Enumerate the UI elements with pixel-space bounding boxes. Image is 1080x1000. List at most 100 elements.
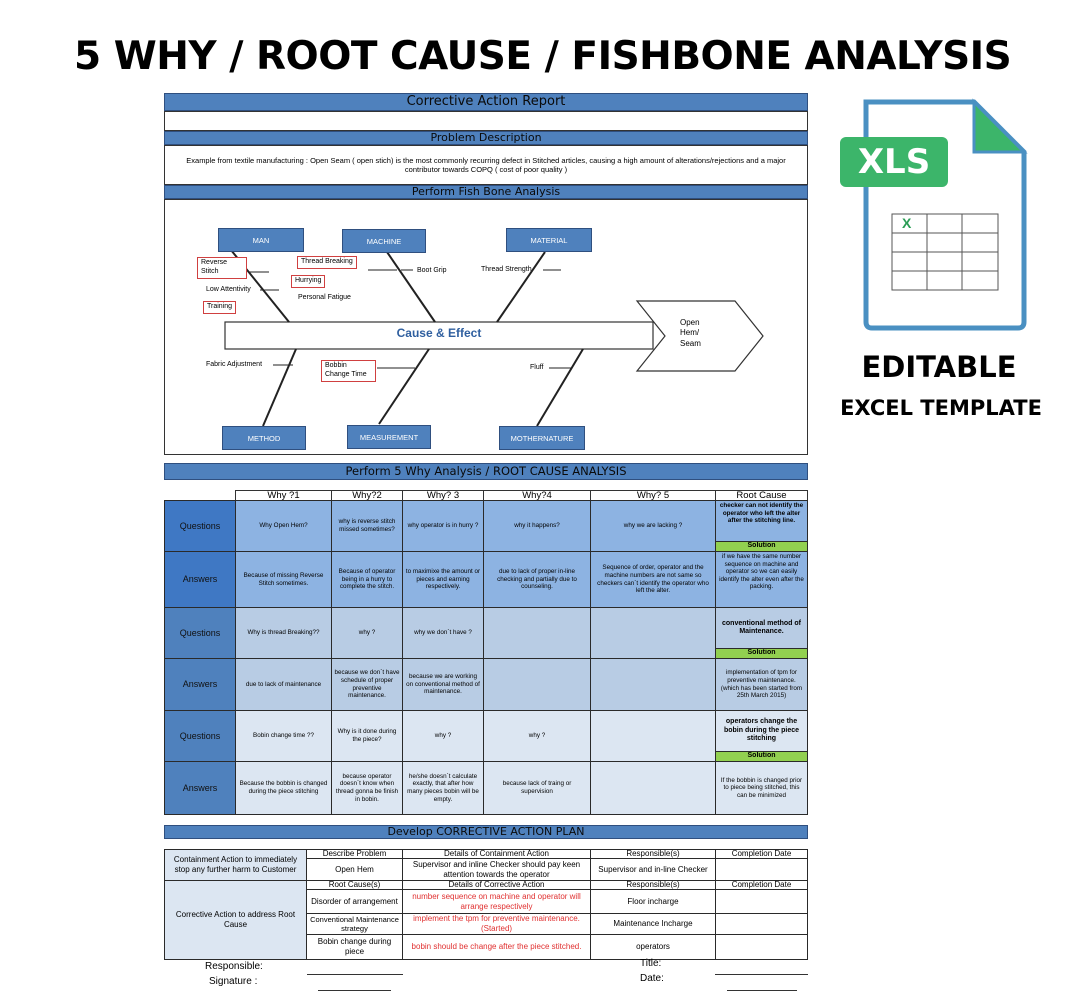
cause-bobbin-change-time: Bobbin Change Time [321, 360, 376, 382]
category-mothernature: MOTHERNATURE [499, 426, 585, 450]
row-label-questions: Questions [164, 607, 236, 659]
why-cell: why ? [331, 607, 403, 659]
report-title: Corrective Action Report [164, 93, 808, 111]
containment-label: Containment Action to immediately stop a… [164, 849, 307, 881]
root-cause-cell: operators change the bobin during the pi… [715, 710, 808, 752]
why-cell [483, 658, 591, 711]
cause-training: Training [203, 301, 237, 314]
category-measurement: MEASUREMENT [347, 425, 431, 449]
why-cell: due to lack of maintenance [235, 658, 332, 711]
corrective-cell [715, 934, 808, 960]
signature-line [318, 990, 391, 991]
fishbone-lines [224, 249, 764, 427]
containment-cell [715, 858, 808, 881]
responsible-line [307, 974, 403, 975]
cause-bobbin-line-1: Bobbin [325, 362, 347, 369]
effect-label: Open Hem/ Seam [680, 318, 701, 349]
xls-cell-mark: X [902, 215, 912, 231]
cause-low-attentivity: Low Attentivity [206, 286, 251, 293]
root-cause-cell: checker can not identify the operator wh… [715, 500, 808, 542]
row-label-questions: Questions [164, 500, 236, 552]
problem-header: Problem Description [164, 131, 808, 145]
cause-bobbin-line-2: Change Time [325, 370, 367, 378]
corrective-cell [715, 889, 808, 914]
row-label-answers: Answers [164, 658, 236, 711]
spine-label: Cause & Effect [396, 326, 482, 340]
report-blank-row [164, 111, 808, 131]
corrective-cell: Disorder of arrangement [306, 889, 403, 914]
why-cell: why we are lacking ? [590, 500, 716, 552]
corrective-cell: operators [590, 934, 716, 960]
why-cell: because we don`t have schedule of proper… [331, 658, 403, 711]
cap-header: Develop CORRECTIVE ACTION PLAN [164, 825, 808, 839]
why-cell: why ? [483, 710, 591, 762]
row-label-answers: Answers [164, 761, 236, 815]
containment-cell: Open Hem [306, 858, 403, 881]
why-cell: because we are working on conventional m… [402, 658, 484, 711]
xls-file-icon: XLS X [840, 98, 1030, 334]
root-cause-cell: If the bobbin is changed prior to piece … [715, 761, 808, 815]
why-cell: because lack of traing or supervision [483, 761, 591, 815]
containment-cell: Supervisor and inline Checker should pay… [402, 858, 591, 881]
corrective-cell [715, 913, 808, 935]
effect-line-3: Seam [680, 338, 701, 348]
category-man: MAN [218, 228, 304, 252]
root-cause-cell: conventional method of Maintenance. [715, 607, 808, 649]
cause-fabric-adjustment: Fabric Adjustment [206, 361, 263, 368]
corrective-cell: bobin should be change after the piece s… [402, 934, 591, 960]
why-cell [590, 658, 716, 711]
corrective-label: Corrective Action to address Root Cause [164, 880, 307, 960]
why-cell: because operator doesn`t know when threa… [331, 761, 403, 815]
why-cell: Because the bobbin is changed during the… [235, 761, 332, 815]
why-cell: Why is thread Breaking?? [235, 607, 332, 659]
fishbone-header: Perform Fish Bone Analysis [164, 185, 808, 199]
date-line [727, 990, 797, 991]
why-cell: Sequence of order, operator and the mach… [590, 551, 716, 608]
category-method: METHOD [222, 426, 306, 450]
why-cell [590, 761, 716, 815]
xls-badge: XLS [840, 137, 948, 187]
cause-thread-strength: Thread Strength [481, 266, 532, 273]
corrective-cell: Conventional Maintenance strategy [306, 913, 403, 935]
cause-reverse-stitch: Reverse Stitch [197, 257, 247, 279]
why-cell: Why Open Hem? [235, 500, 332, 552]
five-why-header: Perform 5 Why Analysis / ROOT CAUSE ANAL… [164, 463, 808, 480]
date-label: Date: [640, 973, 664, 984]
cause-fluff: Fluff [530, 364, 544, 371]
corrective-cell: Bobin change during piece [306, 934, 403, 960]
why-cell: due to lack of proper in-line checking a… [483, 551, 591, 608]
responsible-label: Responsible: [205, 961, 263, 972]
why-cell: why ? [402, 710, 484, 762]
category-machine: MACHINE [342, 229, 426, 253]
why-cell: Bobin change time ?? [235, 710, 332, 762]
cause-hurrying: Hurrying [291, 275, 326, 288]
why-cell: why operator is in hurry ? [402, 500, 484, 552]
why-cell: why we don`t have ? [402, 607, 484, 659]
why-cell: Because of missing Reverse Stitch someti… [235, 551, 332, 608]
cause-boot-grip: Boot Grip [417, 267, 447, 274]
problem-description: Example from textile manufacturing : Ope… [164, 145, 808, 185]
effect-line-2: Hem/ [680, 328, 700, 338]
why-cell: Because of operator being in a hurry to … [331, 551, 403, 608]
template-label: EXCEL TEMPLATE [840, 396, 1042, 420]
cause-reverse-stitch-line-1: Reverse [201, 259, 228, 266]
cause-thread-breaking: Thread Breaking [297, 256, 357, 269]
why-cell: he/she doesn`t calculate exactly, that a… [402, 761, 484, 815]
corrective-cell: Maintenance Incharge [590, 913, 716, 935]
why-cell [590, 710, 716, 762]
effect-line-1: Open [680, 318, 700, 327]
row-label-answers: Answers [164, 551, 236, 608]
problem-text: Example from textile manufacturing : Ope… [186, 155, 786, 174]
page-title: 5 WHY / ROOT CAUSE / FISHBONE ANALYSIS [74, 34, 1012, 79]
containment-cell: Supervisor and in-line Checker [590, 858, 716, 881]
corrective-cell: implement the tpm for preventive mainten… [402, 913, 591, 935]
corrective-cell: Floor incharge [590, 889, 716, 914]
root-cause-cell: if we have the same number sequence on m… [715, 551, 808, 608]
fishbone-diagram: MAN MACHINE MATERIAL METHOD MEASUREMENT … [164, 199, 808, 455]
editable-label: EDITABLE [861, 350, 1017, 384]
why-cell [590, 607, 716, 659]
row-label-questions: Questions [164, 710, 236, 762]
signature-label: Signature : [209, 976, 258, 987]
why-cell: why it happens? [483, 500, 591, 552]
category-material: MATERIAL [506, 228, 592, 252]
